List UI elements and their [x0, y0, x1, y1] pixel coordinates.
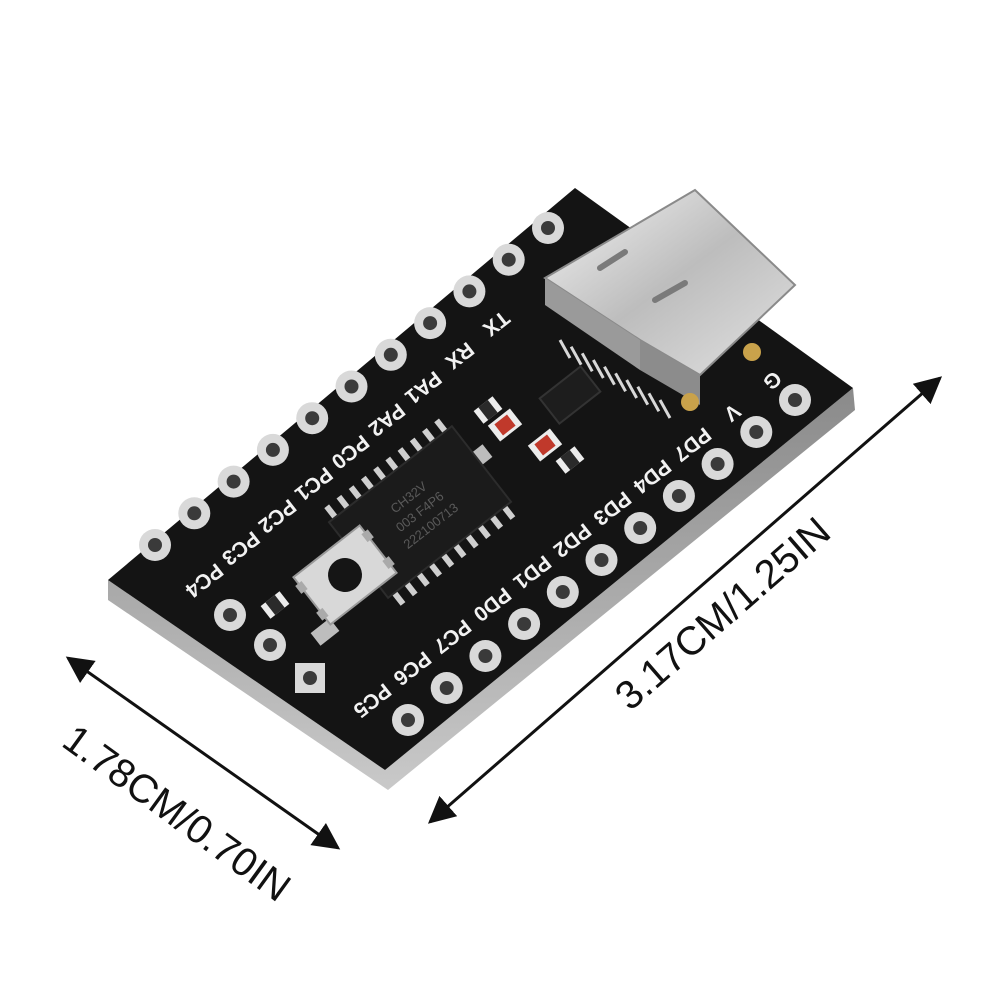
reset-button: [292, 524, 398, 626]
width-dimension-label: 1.78CM/0.70IN: [55, 717, 299, 911]
header-pad: [740, 416, 773, 448]
header-pad: [256, 433, 289, 466]
header-pad: [214, 599, 246, 631]
header-pad: [335, 370, 368, 403]
width-dimension-arrow: [65, 656, 341, 850]
usb-solder-pin: [558, 339, 572, 359]
header-pad: [217, 465, 250, 498]
header-pad: [374, 338, 407, 371]
header-pad: [295, 663, 325, 693]
header-pad: [430, 672, 463, 704]
header-pad: [546, 576, 579, 608]
header-pad: [178, 497, 211, 530]
header-pad: [662, 480, 695, 512]
header-pad: [779, 384, 811, 416]
header-pad: [508, 608, 541, 640]
header-pad: [254, 629, 286, 661]
usb-solder-pin: [580, 352, 594, 373]
header-pad: [139, 529, 171, 561]
header-pad: [701, 448, 734, 480]
usb-solder-pin: [592, 359, 605, 379]
length-dimension-arrow: [427, 376, 943, 824]
header-pad: [414, 307, 447, 340]
header-pad: [585, 544, 618, 576]
header-pad: [296, 402, 329, 435]
header-pad: [453, 275, 486, 308]
header-pad: [532, 212, 564, 244]
usb-solder-pin: [569, 345, 583, 366]
header-pad: [492, 243, 525, 276]
header-pad: [469, 640, 502, 672]
header-pad: [392, 704, 424, 736]
header-pad: [624, 512, 657, 544]
